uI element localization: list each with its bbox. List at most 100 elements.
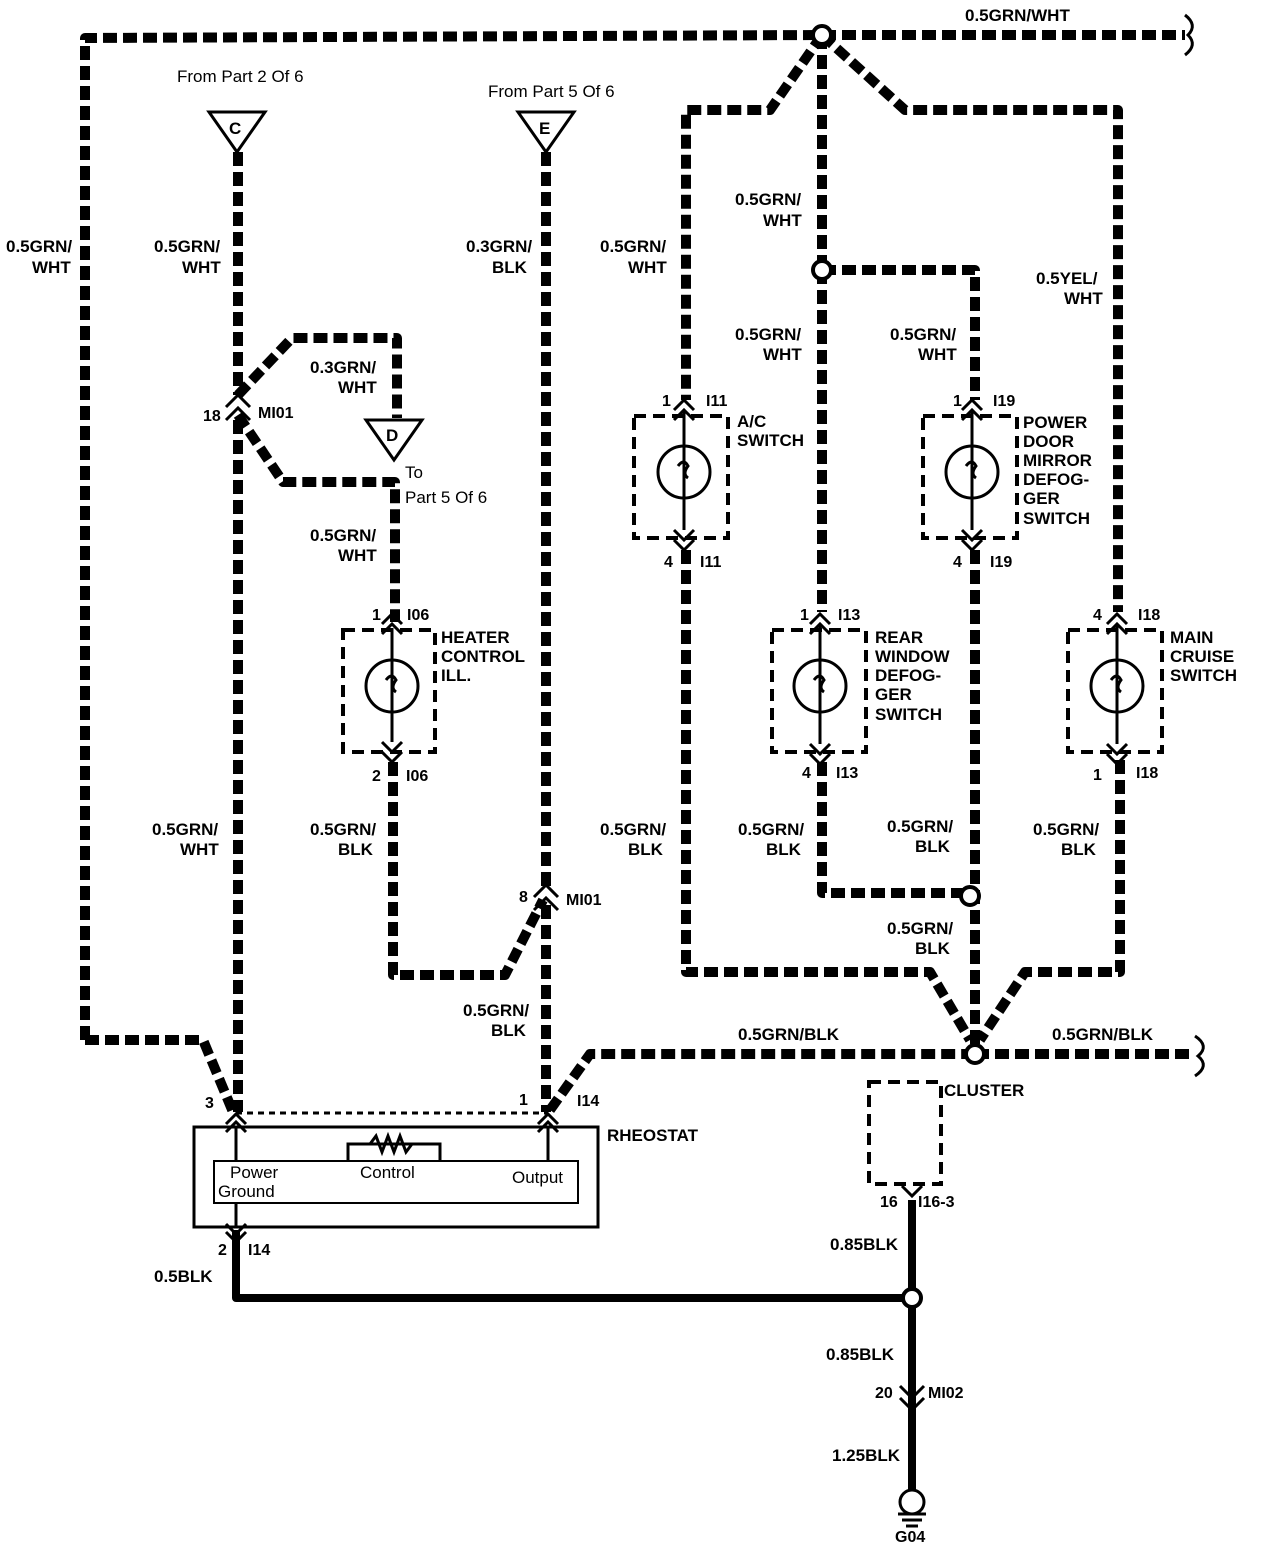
wire-label-heater-in-1: 0.5GRN/ <box>310 526 376 545</box>
pin-ground-20: 20 <box>875 1385 893 1402</box>
power-door-mirror-defogger-switch <box>921 397 1019 553</box>
pin-pm-4: 4 <box>953 554 962 571</box>
wire-center-to-mirror <box>822 265 980 400</box>
wire-top-right-end <box>1184 13 1194 57</box>
pin-rw-i13-top: I13 <box>838 607 860 624</box>
wire-label-center-top-1: 0.5GRN/ <box>735 190 801 209</box>
pin-ac-i11-top: I11 <box>706 393 727 410</box>
wire-label-bottom-left: 0.5GRN/BLK <box>738 1025 840 1044</box>
pin-rw-4: 4 <box>802 765 811 782</box>
wire-rheo-ground <box>232 1230 912 1302</box>
wire-label-gnd-mid: 0.85BLK <box>826 1345 895 1364</box>
wire-label-ac-out-2: BLK <box>628 840 664 859</box>
chevron-mi01-18 <box>224 392 252 422</box>
pin-ground-mi02: MI02 <box>928 1385 964 1402</box>
rear-label-1: REAR <box>875 628 923 647</box>
pin-ac-i11-bot: I11 <box>700 554 721 571</box>
wire-label-e-top-2: BLK <box>492 258 528 277</box>
pin-labels: 18 MI01 1 I06 2 I06 8 MI01 1 I11 4 I11 1… <box>203 393 1160 1546</box>
wire-label-d-1: 0.3GRN/ <box>310 358 376 377</box>
wire-label-cluster-ground: 0.85BLK <box>830 1235 899 1254</box>
chevron-mi01-8 <box>532 882 560 912</box>
splice-ground <box>901 1287 923 1309</box>
wire-label-cruise-out-2: BLK <box>1061 840 1097 859</box>
wire-mi01-to-heater <box>233 412 400 622</box>
cruise-label-2: CRUISE <box>1170 647 1234 666</box>
pin-e-mi01: MI01 <box>566 892 602 909</box>
mirror-label-3: MIRROR <box>1023 451 1092 470</box>
pin-rheo-3: 3 <box>205 1095 214 1112</box>
connector-d-label: D <box>386 426 398 445</box>
chevron-cl16 <box>900 1184 924 1199</box>
pin-rheo-i14-top: I14 <box>577 1093 599 1110</box>
pin-rheo-2: 2 <box>218 1242 227 1259</box>
ref-to-d-1: To <box>405 463 423 482</box>
wire-label-cruise-in-2: WHT <box>1064 289 1103 308</box>
rear-label-5: SWITCH <box>875 705 942 724</box>
wire-label-cruise-out-1: 0.5GRN/ <box>1033 820 1099 839</box>
ac-label-2: SWITCH <box>737 431 804 450</box>
rheostat-output-label: Output <box>512 1168 563 1187</box>
splice-top <box>811 24 833 46</box>
wire-label-left-outer-1: 0.5GRN/ <box>6 237 72 256</box>
wire-label-d-2: WHT <box>338 378 377 397</box>
wire-top-bus <box>80 30 823 1040</box>
wires <box>80 13 1205 1510</box>
rear-label-3: DEFOG- <box>875 666 941 685</box>
wire-label-rear-in-1: 0.5GRN/ <box>735 325 801 344</box>
wire-label-center-top-2: WHT <box>763 211 802 230</box>
wire-label-c-top-1: 0.5GRN/ <box>154 237 220 256</box>
pin-chevrons <box>224 392 926 1413</box>
wire-label-cruise-in-1: 0.5YEL/ <box>1036 269 1098 288</box>
component-labels: HEATER CONTROL ILL. A/C SWITCH REAR WIND… <box>218 412 1237 1201</box>
wire-mi01-to-d <box>234 333 402 418</box>
rear-label-4: GER <box>875 685 912 704</box>
wire-label-bottom-right: 0.5GRN/BLK <box>1052 1025 1154 1044</box>
wire-label-e-bottom-2: BLK <box>491 1021 527 1040</box>
mirror-label-6: SWITCH <box>1023 509 1090 528</box>
chevron-mi02-20 <box>898 1384 926 1413</box>
pin-ac-4: 4 <box>664 554 673 571</box>
wire-label-left-outer-2: WHT <box>32 258 71 277</box>
ac-label-1: A/C <box>737 412 766 431</box>
cruise-label-3: SWITCH <box>1170 666 1237 685</box>
pin-rw-1: 1 <box>800 607 809 624</box>
rheostat-power-label: Power <box>230 1163 279 1182</box>
pin-mc-i18-top: I18 <box>1138 607 1160 624</box>
wire-bottom-right-end <box>1194 1034 1205 1078</box>
rear-window-defogger-switch <box>770 611 868 767</box>
wire-label-heater-out-1: 0.5GRN/ <box>310 820 376 839</box>
pin-heater-2: 2 <box>372 768 381 785</box>
mirror-label-4: DEFOG- <box>1023 470 1089 489</box>
ac-switch <box>632 397 730 553</box>
cluster-label: CLUSTER <box>944 1081 1024 1100</box>
wire-label-rear-out-2: BLK <box>766 840 802 859</box>
rheostat-control-label: Control <box>360 1163 415 1182</box>
splice-bottom <box>964 1043 986 1065</box>
wire-label-heater-in-2: WHT <box>338 546 377 565</box>
wire-ac-branch <box>681 32 827 400</box>
ref-from-c: From Part 2 Of 6 <box>177 67 304 86</box>
pin-rw-i13-bot: I13 <box>836 765 858 782</box>
wire-label-mirror-out-1: 0.5GRN/ <box>887 817 953 836</box>
rear-label-2: WINDOW <box>875 647 951 666</box>
connector-d-triangle <box>363 418 425 463</box>
pin-pm-1: 1 <box>953 393 962 410</box>
pin-rheo-1: 1 <box>519 1092 528 1109</box>
pin-heater-i06-bot: I06 <box>406 768 428 785</box>
wire-bottom-left <box>545 1049 975 1113</box>
wire-labels: 0.5GRN/WHT 0.5GRN/ WHT 0.5GRN/ WHT 0.3GR… <box>6 6 1154 1465</box>
wire-cruise-out <box>975 760 1125 1043</box>
wire-heater-out <box>388 762 548 980</box>
mirror-label-1: POWER <box>1023 413 1087 432</box>
wire-label-c-bottom-1: 0.5GRN/ <box>152 820 218 839</box>
splice-center <box>811 259 833 281</box>
wire-label-mirror-out-2: BLK <box>915 837 951 856</box>
rheostat-label: RHEOSTAT <box>607 1126 699 1145</box>
wire-ac-out <box>681 550 975 1043</box>
pin-pm-i19-top: I19 <box>993 393 1015 410</box>
splice-join <box>959 885 981 907</box>
wire-label-join-2: BLK <box>915 939 951 958</box>
wire-label-e-bottom-1: 0.5GRN/ <box>463 1001 529 1020</box>
pin-rheo-i14-bot: I14 <box>248 1242 270 1259</box>
